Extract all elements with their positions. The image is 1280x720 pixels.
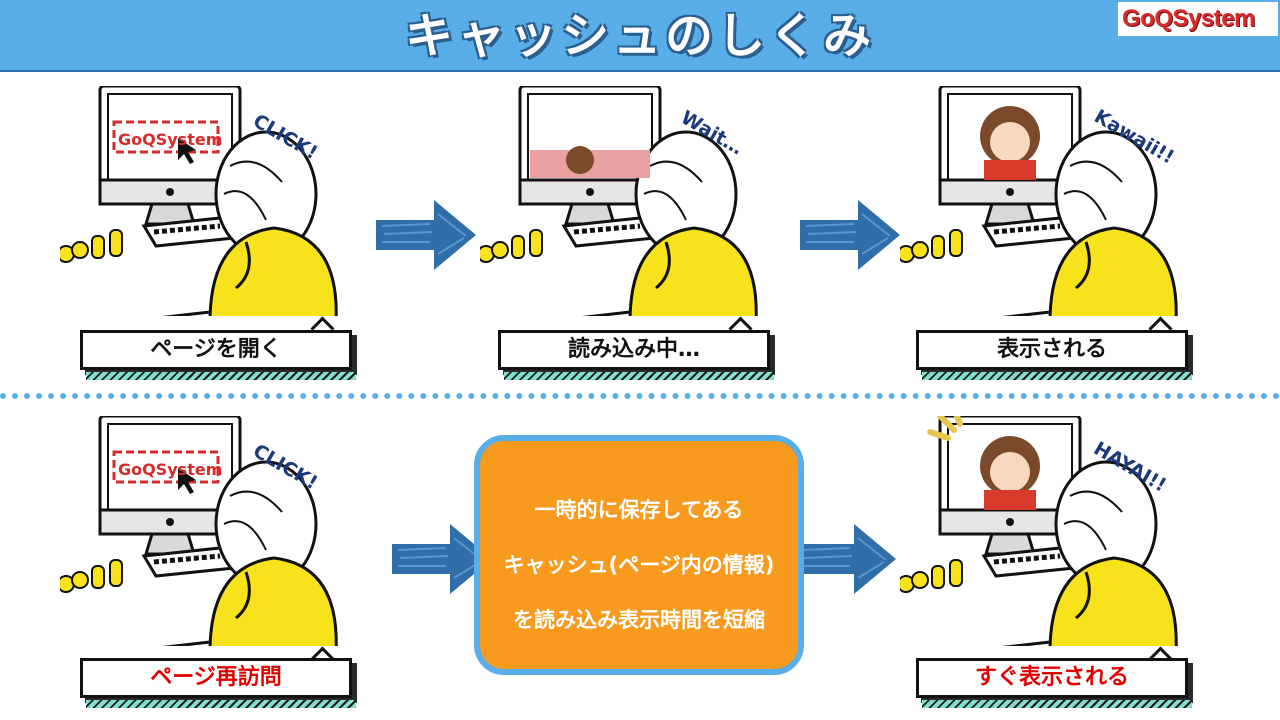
person-at-computer-illustration <box>900 86 1190 316</box>
scene-instant-display: HAYAI!! <box>900 405 1160 646</box>
scene-displayed: Kawaii!! <box>900 86 1160 316</box>
callout-line-2: キャッシュ(ページ内の情報) <box>503 553 775 577</box>
person-at-computer-illustration <box>60 416 350 646</box>
arrow-right-icon <box>800 200 900 270</box>
header-bar: キャッシュのしくみ GoQSystem <box>0 0 1280 72</box>
label-stripe <box>504 372 774 380</box>
arrow-right-icon <box>376 200 476 270</box>
label-displayed: 表示される <box>916 330 1188 370</box>
label-instant-display: すぐ表示される <box>916 658 1188 698</box>
scene-revisit: GoQSystem CLICK! <box>60 416 320 646</box>
logo-text: GoQSystem <box>1122 5 1255 32</box>
label-stripe <box>922 372 1192 380</box>
arrow-right-icon <box>796 524 896 594</box>
person-at-computer-illustration <box>60 86 350 316</box>
cache-explanation-box: 一時的に保存してある キャッシュ(ページ内の情報) を読み込み表示時間を短縮 <box>474 435 804 675</box>
label-stripe <box>86 372 356 380</box>
callout-line-1: 一時的に保存してある <box>534 498 744 522</box>
screen-logo-text: GoQSystem <box>118 460 223 479</box>
scene-open-page: GoQSystem CLICK! <box>60 86 320 316</box>
row-divider <box>0 393 1280 399</box>
label-loading: 読み込み中… <box>498 330 770 370</box>
screen-logo-text: GoQSystem <box>118 130 223 149</box>
scene-loading: Wait… <box>480 86 740 316</box>
page-title: キャッシュのしくみ <box>405 8 875 64</box>
goq-logo: GoQSystem <box>1118 2 1278 36</box>
person-at-computer-illustration <box>480 86 770 316</box>
label-stripe <box>922 700 1192 708</box>
label-stripe <box>86 700 356 708</box>
label-open-page: ページを開く <box>80 330 352 370</box>
label-revisit: ページ再訪問 <box>80 658 352 698</box>
person-at-computer-illustration <box>900 405 1190 646</box>
callout-line-3: を読み込み表示時間を短縮 <box>513 608 765 632</box>
